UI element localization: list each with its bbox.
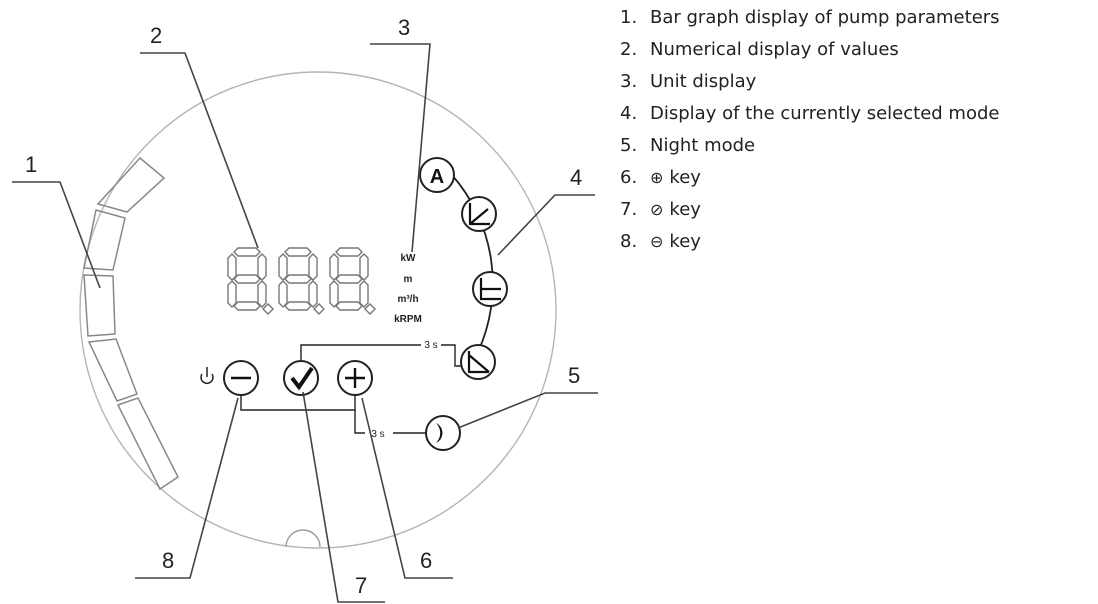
- legend-text: Night mode: [650, 135, 756, 156]
- hold-time-ok-label: 3 s: [424, 340, 437, 351]
- legend-list: 1. Bar graph display of pump parameters 2…: [620, 2, 1098, 258]
- legend-item-5: 5. Night mode: [620, 130, 1098, 162]
- legend-number: 7.: [620, 199, 638, 220]
- legend-number: 3.: [620, 71, 638, 92]
- mode-proportional-pressure-icon: [461, 196, 497, 232]
- minus-key[interactable]: [223, 360, 259, 396]
- mode-constant-curve-icon: [460, 344, 496, 380]
- mode-constant-pressure-icon: [472, 271, 508, 307]
- unit-m: m: [404, 274, 413, 285]
- digit-1: [227, 247, 274, 315]
- bar-segment-2: [87, 338, 138, 402]
- bar-segment-3: [83, 274, 116, 337]
- legend-number: 8.: [620, 231, 638, 252]
- callout-line-2: [140, 52, 259, 249]
- legend-item-8: 8. ⊖ key: [620, 226, 1098, 258]
- plus-key-symbol-icon: ⊕: [650, 168, 664, 187]
- callout-line-6: [361, 397, 453, 579]
- callout-line-7: [302, 391, 385, 603]
- unit-kw: kW: [401, 253, 417, 264]
- legend-text: Bar graph display of pump parameters: [650, 7, 1000, 28]
- legend-item-2: 2. Numerical display of values: [620, 34, 1098, 66]
- legend-text: Display of the currently selected mode: [650, 103, 1000, 124]
- panel-outline: [79, 71, 557, 549]
- callout-line-1: [12, 181, 101, 289]
- mode-display: A: [419, 157, 508, 380]
- legend-item-1: 1. Bar graph display of pump parameters: [620, 2, 1098, 34]
- legend-text: key: [669, 231, 701, 252]
- callout-number-7: 7: [355, 573, 367, 598]
- legend-number: 2.: [620, 39, 638, 60]
- legend-item-7: 7. ⊘ key: [620, 194, 1098, 226]
- legend-number: 1.: [620, 7, 638, 28]
- legend-text: Numerical display of values: [650, 39, 899, 60]
- digit-3: [329, 247, 376, 315]
- callout-line-3: [370, 43, 431, 253]
- bar-graph-display: [83, 156, 179, 491]
- svg-text:A: A: [430, 166, 444, 188]
- bar-segment-4: [83, 209, 126, 271]
- panel-notch: [285, 529, 321, 548]
- hold-connector-ok: [300, 344, 461, 367]
- callout-number-1: 1: [25, 152, 37, 177]
- callout-line-4: [497, 194, 595, 256]
- legend-number: 4.: [620, 103, 638, 124]
- legend-item-4: 4. Display of the currently selected mode: [620, 98, 1098, 130]
- legend-number: 5.: [620, 135, 638, 156]
- callout-number-2: 2: [150, 23, 162, 48]
- legend-text: Unit display: [650, 71, 757, 92]
- hold-connector-minus-plus: [240, 395, 426, 434]
- power-icon: [200, 367, 214, 384]
- callout-line-5: [457, 392, 598, 429]
- plus-key[interactable]: [337, 360, 373, 396]
- unit-krpm: kRPM: [394, 314, 422, 325]
- night-mode-icon: [425, 415, 461, 451]
- callout-number-3: 3: [398, 15, 410, 40]
- legend-text: key: [669, 167, 701, 188]
- numerical-display: [227, 247, 376, 315]
- callout-line-8: [135, 397, 239, 579]
- callout-number-6: 6: [420, 548, 432, 573]
- legend-text: key: [669, 199, 701, 220]
- digit-2: [278, 247, 325, 315]
- control-panel-diagram: kW m m³/h kRPM A: [12, 15, 598, 603]
- bar-segment-1: [116, 397, 179, 491]
- callout-number-4: 4: [570, 165, 582, 190]
- ok-key[interactable]: [283, 360, 319, 396]
- legend-number: 6.: [620, 167, 638, 188]
- mode-arc: [451, 174, 494, 353]
- callout-number-8: 8: [162, 548, 174, 573]
- legend-item-3: 3. Unit display: [620, 66, 1098, 98]
- hold-time-night-label: 3 s: [371, 429, 384, 440]
- legend-item-6: 6. ⊕ key: [620, 162, 1098, 194]
- unit-display: kW m m³/h kRPM: [394, 253, 422, 325]
- ok-key-symbol-icon: ⊘: [650, 200, 664, 219]
- minus-key-symbol-icon: ⊖: [650, 232, 664, 251]
- bar-segment-5: [96, 156, 166, 213]
- unit-m3h: m³/h: [397, 294, 418, 305]
- callout-number-5: 5: [568, 363, 580, 388]
- mode-auto-icon: A: [419, 157, 455, 193]
